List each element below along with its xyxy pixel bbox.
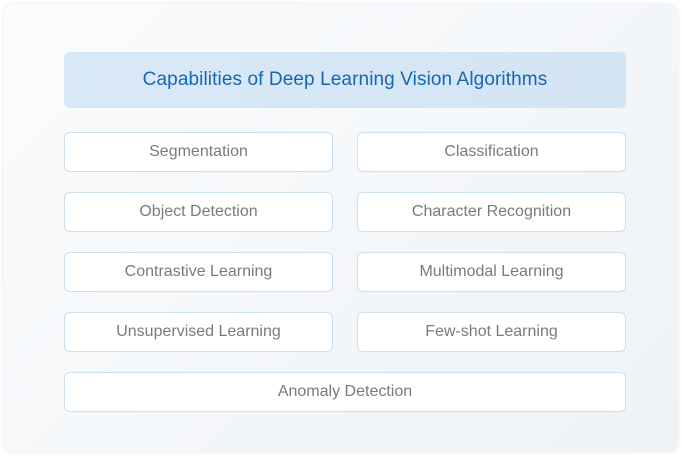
capability-card-anomaly-detection: Anomaly Detection — [64, 372, 626, 412]
capability-card-object-detection: Object Detection — [64, 192, 333, 232]
capability-card-unsupervised-learning: Unsupervised Learning — [64, 312, 333, 352]
capability-card-few-shot-learning: Few-shot Learning — [357, 312, 626, 352]
capability-label: Object Detection — [139, 203, 258, 220]
capability-label: Multimodal Learning — [419, 263, 564, 280]
capability-label: Few-shot Learning — [425, 323, 558, 340]
capability-card-classification: Classification — [357, 132, 626, 172]
capability-card-multimodal-learning: Multimodal Learning — [357, 252, 626, 292]
capability-card-contrastive-learning: Contrastive Learning — [64, 252, 333, 292]
capability-label: Contrastive Learning — [124, 263, 273, 280]
diagram-canvas: Capabilities of Deep Learning Vision Alg… — [4, 4, 678, 452]
capability-label: Classification — [444, 143, 539, 160]
diagram-title: Capabilities of Deep Learning Vision Alg… — [142, 69, 548, 90]
capability-card-character-recognition: Character Recognition — [357, 192, 626, 232]
capability-label: Segmentation — [149, 143, 248, 160]
capability-label: Character Recognition — [411, 203, 572, 220]
capability-label: Anomaly Detection — [277, 383, 413, 400]
capability-label: Unsupervised Learning — [116, 323, 281, 340]
title-banner: Capabilities of Deep Learning Vision Alg… — [64, 52, 626, 108]
capability-card-segmentation: Segmentation — [64, 132, 333, 172]
